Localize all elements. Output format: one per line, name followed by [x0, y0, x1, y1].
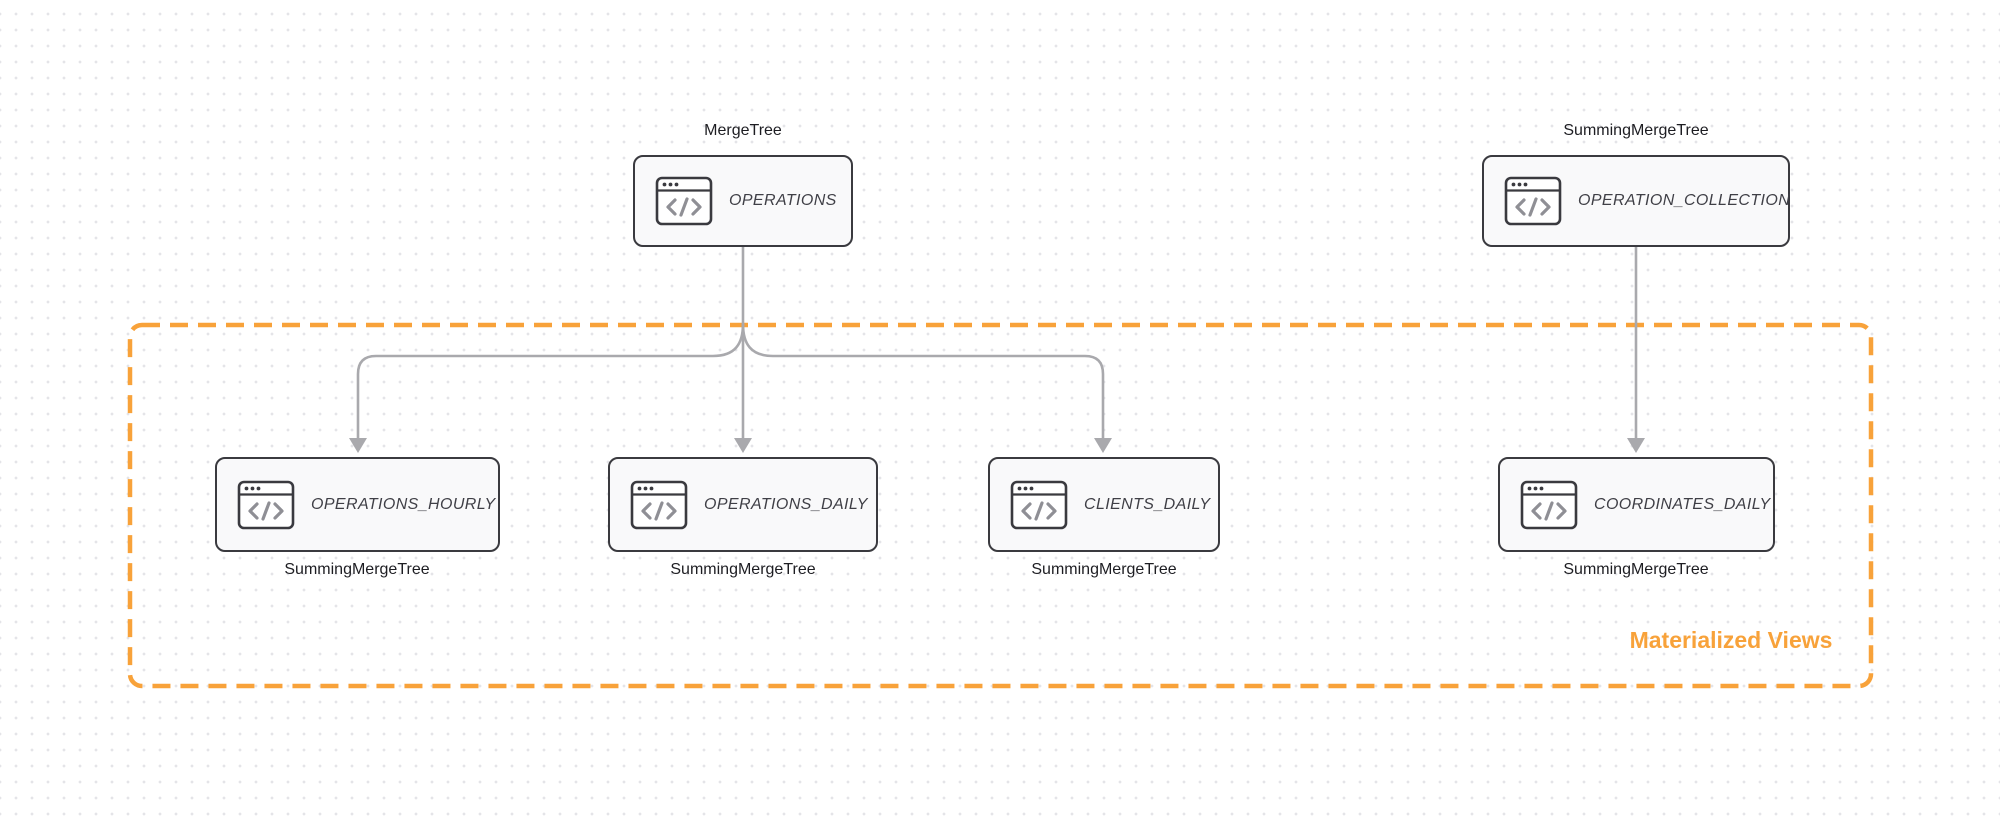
engine-label-clients-daily: SummingMergeTree: [1031, 561, 1177, 578]
table-name-label: OPERATIONS_DAILY: [704, 495, 868, 513]
table-name-label: OPERATIONS_HOURLY: [311, 495, 496, 513]
code-window-icon: [237, 480, 295, 530]
code-window-icon: [630, 480, 688, 530]
code-window-icon: [1504, 176, 1562, 226]
edge-operations-to-operations-hourly: [356, 322, 745, 442]
code-window-icon: [1520, 480, 1578, 530]
node-clients-daily[interactable]: CLIENTS_DAILY: [988, 457, 1220, 552]
table-name-label: OPERATION_COLLECTION: [1578, 192, 1791, 209]
engine-label-coordinates-daily: SummingMergeTree: [1563, 561, 1709, 578]
table-name-label: CLIENTS_DAILY: [1084, 495, 1211, 513]
engine-label-operations-daily: SummingMergeTree: [670, 561, 816, 578]
materialized-views-group-border: [127, 322, 1874, 689]
arrowhead-operations-hourly: [349, 438, 367, 453]
arrowhead-operations-daily: [734, 438, 752, 453]
engine-label-operations: MergeTree: [704, 122, 782, 139]
arrowhead-clients-daily: [1094, 438, 1112, 453]
materialized-views-group-label: Materialized Views: [1629, 627, 1833, 653]
node-operations-daily[interactable]: OPERATIONS_DAILY: [608, 457, 878, 552]
code-window-icon: [655, 176, 713, 226]
arrowhead-coordinates-daily: [1627, 438, 1645, 453]
node-coordinates-daily[interactable]: COORDINATES_DAILY: [1498, 457, 1775, 552]
table-name-label: OPERATIONS: [729, 192, 837, 209]
node-operations[interactable]: OPERATIONS: [633, 155, 853, 247]
engine-label-operation-collection: SummingMergeTree: [1563, 122, 1709, 139]
code-window-icon: [1010, 480, 1068, 530]
node-operation-collection[interactable]: OPERATION_COLLECTION: [1482, 155, 1790, 247]
table-name-label: COORDINATES_DAILY: [1594, 495, 1771, 513]
engine-label-operations-hourly: SummingMergeTree: [284, 561, 430, 578]
edge-operations-to-clients-daily: [741, 322, 1105, 442]
node-operations-hourly[interactable]: OPERATIONS_HOURLY: [215, 457, 500, 552]
